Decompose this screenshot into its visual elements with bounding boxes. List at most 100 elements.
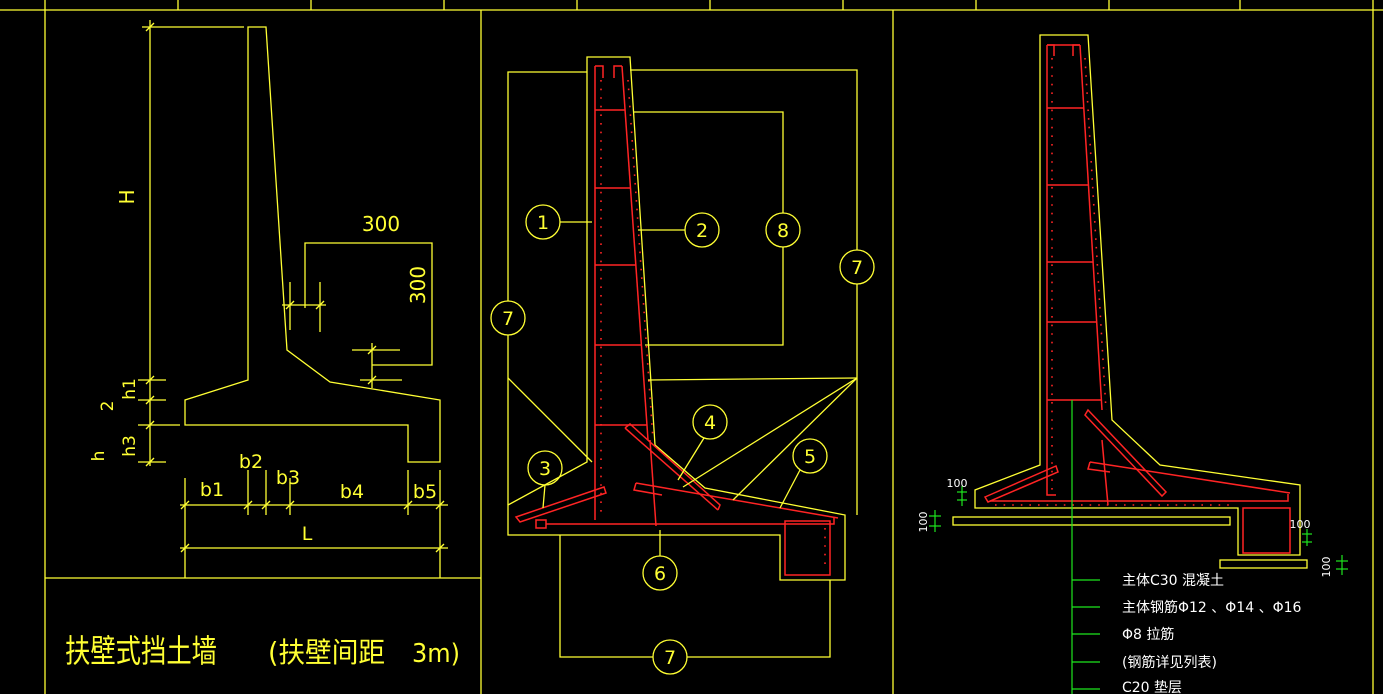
dim-tick [180,543,190,553]
dim-tick [367,345,377,355]
stem-front-bar [621,65,649,441]
leader-7-bottom-right [687,580,831,658]
dim-label-h1: h1 [120,378,140,400]
leader-7-right-top [630,69,858,250]
dim-tick [145,22,155,32]
stem-back-bar [1046,45,1056,496]
haunch-width-label: 300 [362,212,400,236]
base-bottom-bar-hook [535,519,547,529]
leader-7-left-top [507,71,587,301]
dim-tick [403,500,413,510]
stem-base-anchor-bar [1101,439,1109,506]
toe-top-bar [514,486,607,523]
stem-top-hook-left [595,65,604,78]
callout-circle [684,212,720,248]
callout-circle [525,204,561,240]
notes-leader [1071,400,1100,694]
dim-label-b3: b3 [276,467,300,489]
junction-diagonal-bar-hook [624,423,721,511]
dim-label-b4: b4 [340,481,364,503]
heel-top-bar [1089,461,1291,494]
dim-tick [435,543,445,553]
dim-tick [180,500,190,510]
cover-dimension-marks [929,486,1348,575]
dim-label-H: H [115,189,139,204]
note-rebar-schedule: (钢筋详见列表) [1122,654,1217,671]
callout-circle [490,300,526,336]
leader-5 [779,469,801,509]
dim-tick [243,500,253,510]
dim-tick [261,500,271,510]
callout-number: 2 [696,220,708,242]
dim-label-L: L [302,523,313,545]
leader-3 [542,484,546,509]
dim-label-b2: b2 [239,451,263,473]
leader-7-right-horizontal [647,377,858,381]
callout-number: 7 [851,257,863,279]
dim-tick [145,457,155,467]
callout-circle [642,555,678,591]
right-panel-section: 100 100 100 100 主体C30 混凝土 主体钢筋Φ12 、Φ14 、… [917,34,1348,694]
toe-top-bar [983,464,1059,503]
callout-number: 7 [502,308,514,330]
callout-number: 8 [777,220,789,242]
dim-label-h: h [89,451,109,462]
junction-diagonal-bar [1084,408,1168,498]
haunch-leader [304,242,433,366]
cover-label-pad: 100 [917,512,930,533]
callout-circle [692,404,728,440]
callout-bubble-7-bottom: 7 [652,639,688,675]
right-rebar [983,44,1291,554]
callout-number: 4 [704,412,716,434]
key-cushion-pad [1219,559,1308,569]
cushion-layer-pad [952,516,1231,526]
base-bottom-bar [546,518,835,525]
base-bottom-bar [990,494,1289,502]
stem-base-anchor-bar [649,439,657,527]
cover-label-toe: 100 [947,477,968,490]
drawing-subtitle-spacing: (扶壁间距 [268,636,385,669]
dim-label-h2: 2 [98,401,118,412]
haunch-height-label: 300 [406,266,430,304]
stem-top-hook-right [1072,44,1080,56]
callout-bubble-4: 4 [692,404,728,440]
dim-label-b1: b1 [200,479,224,501]
stem-distribution-bars-front [1084,57,1107,411]
leader-7-right-diagonal [682,377,858,488]
callout-number: 3 [539,458,551,480]
leader-4 [677,437,705,481]
callout-leaders [507,69,858,658]
callout-bubble-5: 5 [792,438,828,474]
leader-8-bottom [645,247,784,346]
middle-panel-reinforcement: 1 2 8 7 7 4 3 5 [490,56,875,675]
middle-rebar [514,65,839,576]
callout-circle [792,438,828,474]
wall-section-outline [184,26,441,463]
dim-tick [285,500,295,510]
heel-top-bar [635,482,839,519]
junction-diagonal-bar [624,427,719,511]
dim-tick [145,420,155,430]
dim-label-b5: b5 [413,481,437,503]
stem-top-hook-right [613,65,622,78]
dim-tick [145,375,155,385]
dim-tick [367,375,377,385]
dim-tick [285,300,295,310]
left-panel-schematic: H h1 2 h3 h 300 300 b1 [65,20,460,670]
wall-section-outline [974,34,1301,556]
stem-top-hook-left [1047,44,1055,56]
leader-7-right-diagonal [732,377,858,501]
callout-circle [765,212,801,248]
cover-label-key-pad: 100 [1320,557,1333,578]
note-tie-bar: Φ8 拉筋 [1122,626,1174,643]
callout-bubble-1: 1 [525,204,561,240]
heel-top-bar-hook [1087,461,1111,473]
heel-top-bar-hook [633,482,663,496]
callout-circle [839,249,875,285]
callout-number: 6 [654,563,666,585]
dim-tick [435,500,445,510]
leader-7-left-diagonal [507,377,593,463]
